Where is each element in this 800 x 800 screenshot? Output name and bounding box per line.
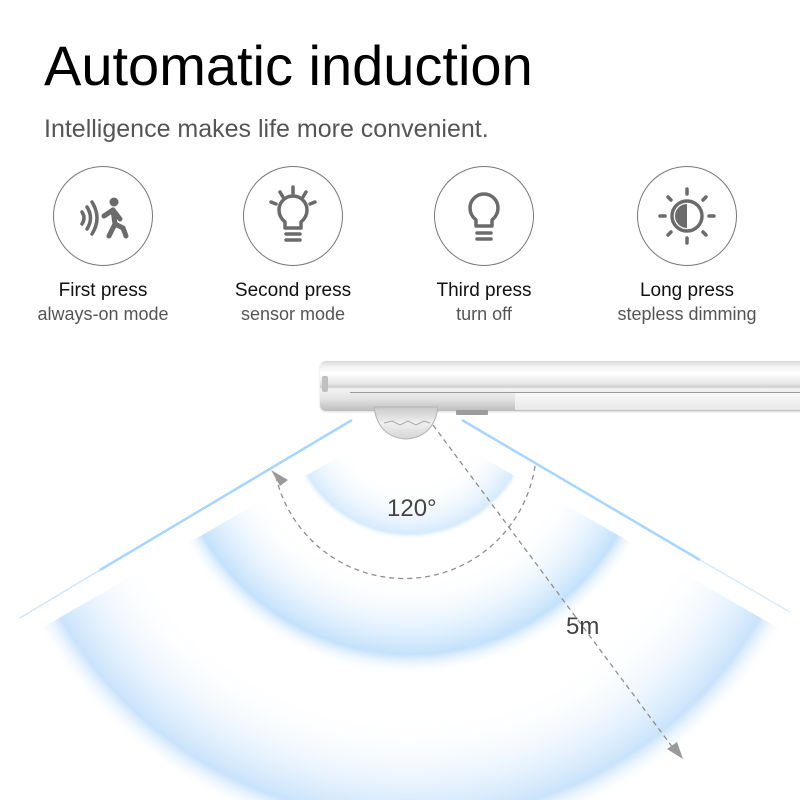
feature-third-press: Third press turn off <box>384 166 584 325</box>
distance-label: 5m <box>566 613 600 640</box>
angle-arc <box>275 465 536 580</box>
feature-title: Long press <box>639 280 734 301</box>
angle-label: 120° <box>387 495 437 522</box>
distance-arrowhead <box>667 742 683 759</box>
light-bar-end-cap <box>322 376 328 392</box>
motion-sensor-person-icon <box>80 197 129 239</box>
distance-line <box>432 424 677 753</box>
feature-title: Second press <box>234 280 352 301</box>
feature-subtitle: sensor mode <box>240 303 346 324</box>
feature-subtitle: stepless dimming <box>617 303 757 324</box>
mode-switch <box>456 410 488 415</box>
angle-arrowhead <box>271 470 288 486</box>
bulb-glowing-icon <box>269 185 317 242</box>
feature-title: First press <box>58 280 148 301</box>
light-bar-diffuser <box>515 393 800 410</box>
feature-icon-circle <box>53 166 153 266</box>
page-title: Automatic induction <box>44 34 533 97</box>
detection-zone-outer <box>0 415 800 800</box>
brightness-dimming-icon <box>658 187 716 245</box>
page-subtitle: Intelligence makes life more convenient. <box>44 115 489 143</box>
feature-title: Third press <box>436 280 532 301</box>
feature-long-press: Long press stepless dimming <box>587 166 787 325</box>
bulb-off-icon <box>468 192 500 241</box>
feature-first-press: First press always-on mode <box>3 166 203 325</box>
feature-subtitle: turn off <box>456 303 512 324</box>
pir-sensor-dome <box>373 406 439 440</box>
feature-icon-circle <box>637 166 737 266</box>
feature-icon-circle <box>243 166 343 266</box>
feature-icon-circle <box>434 166 534 266</box>
feature-second-press: Second press sensor mode <box>193 166 393 325</box>
light-bar-seam <box>350 392 800 393</box>
feature-subtitle: always-on mode <box>37 303 169 324</box>
